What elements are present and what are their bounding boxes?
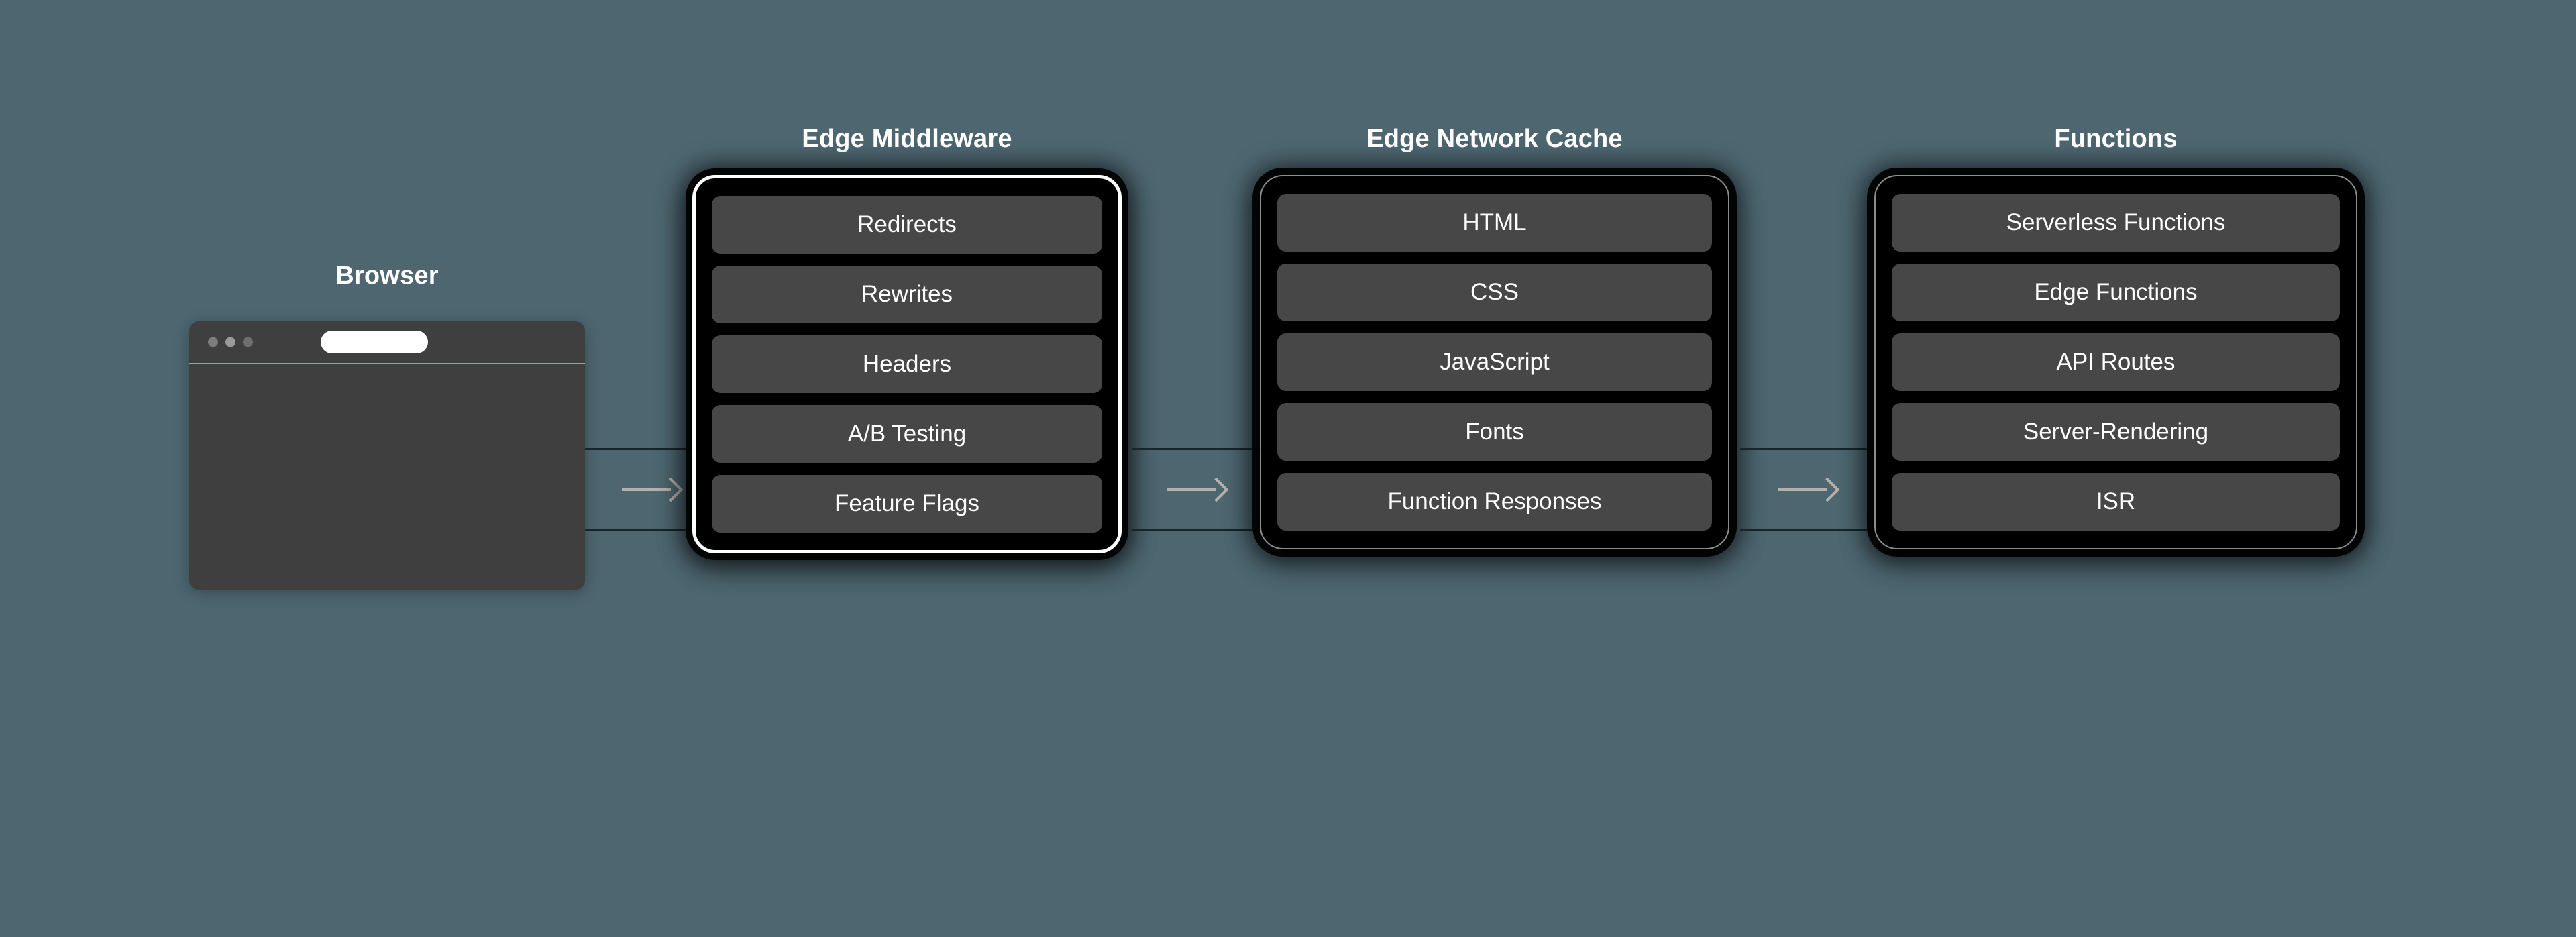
browser-viewport bbox=[189, 364, 585, 590]
node-browser: Browser bbox=[189, 262, 585, 590]
traffic-light-dots bbox=[208, 337, 253, 347]
dot-yellow-icon bbox=[225, 337, 235, 347]
list-item[interactable]: Server-Rendering bbox=[1892, 403, 2340, 461]
arrow-right-icon bbox=[622, 476, 684, 503]
edge-network-cache-panel: HTML CSS JavaScript Fonts Function Respo… bbox=[1260, 175, 1729, 549]
list-item[interactable]: A/B Testing bbox=[712, 405, 1102, 463]
browser-window-mockup bbox=[189, 321, 585, 590]
list-item[interactable]: Function Responses bbox=[1277, 473, 1712, 531]
functions-panel: Serverless Functions Edge Functions API … bbox=[1874, 175, 2357, 549]
list-item[interactable]: JavaScript bbox=[1277, 333, 1712, 391]
connector-cache-to-functions bbox=[1740, 448, 1874, 531]
list-item[interactable]: CSS bbox=[1277, 264, 1712, 321]
node-edge-middleware: Edge Middleware Redirects Rewrites Heade… bbox=[692, 125, 1122, 553]
edge-middleware-title: Edge Middleware bbox=[802, 125, 1012, 153]
list-item[interactable]: Feature Flags bbox=[712, 475, 1102, 533]
node-edge-network-cache: Edge Network Cache HTML CSS JavaScript F… bbox=[1260, 125, 1729, 549]
edge-network-cache-title: Edge Network Cache bbox=[1366, 125, 1623, 153]
node-functions: Functions Serverless Functions Edge Func… bbox=[1874, 125, 2357, 549]
arrow-right-icon bbox=[1778, 476, 1840, 503]
list-item[interactable]: Serverless Functions bbox=[1892, 194, 2340, 252]
list-item[interactable]: Fonts bbox=[1277, 403, 1712, 461]
functions-title: Functions bbox=[2054, 125, 2178, 153]
edge-middleware-panel: Redirects Rewrites Headers A/B Testing F… bbox=[692, 175, 1122, 553]
list-item[interactable]: Rewrites bbox=[712, 266, 1102, 323]
arrow-right-icon bbox=[1167, 476, 1229, 503]
list-item[interactable]: Headers bbox=[712, 335, 1102, 393]
list-item[interactable]: Edge Functions bbox=[1892, 264, 2340, 321]
list-item[interactable]: ISR bbox=[1892, 473, 2340, 531]
browser-chrome-bar bbox=[189, 321, 585, 364]
connector-browser-to-edge-middleware bbox=[585, 448, 716, 531]
list-item[interactable]: Redirects bbox=[712, 196, 1102, 254]
list-item[interactable]: HTML bbox=[1277, 194, 1712, 252]
list-item[interactable]: API Routes bbox=[1892, 333, 2340, 391]
dot-red-icon bbox=[208, 337, 218, 347]
browser-title: Browser bbox=[335, 262, 439, 290]
browser-url-bar[interactable] bbox=[321, 331, 428, 353]
dot-green-icon bbox=[243, 337, 253, 347]
connector-edge-middleware-to-cache bbox=[1132, 448, 1260, 531]
